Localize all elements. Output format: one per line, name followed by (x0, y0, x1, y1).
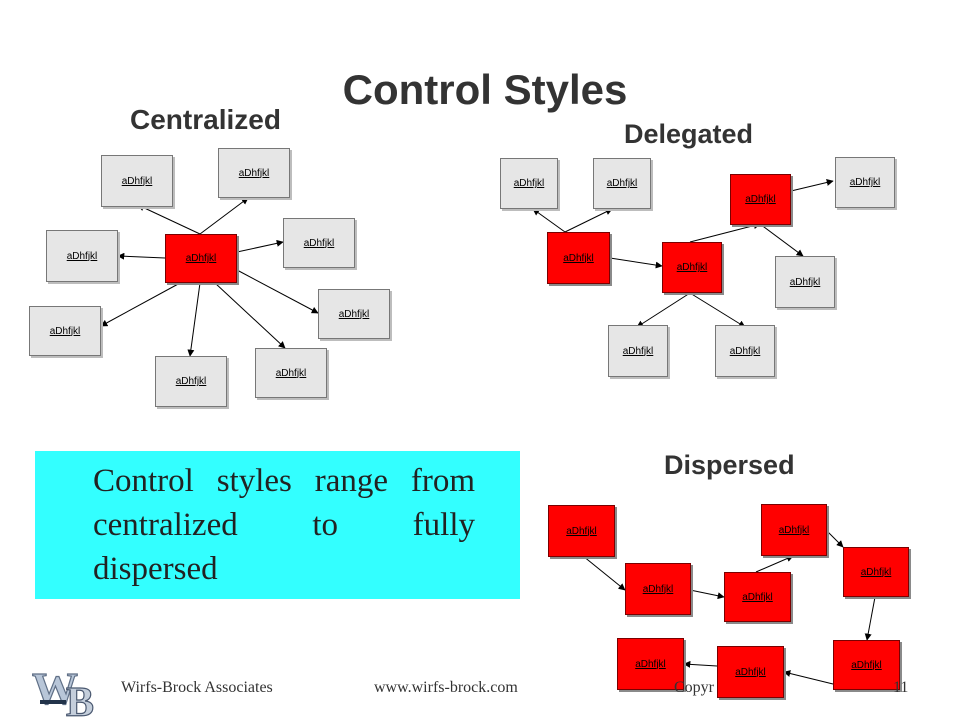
dispersed-box: aDhfjkl (843, 547, 909, 597)
callout-text: Control styles range from centralized to… (93, 463, 475, 587)
footer-url[interactable]: www.wirfs-brock.com (374, 679, 518, 696)
dispersed-arrow (689, 589, 725, 600)
centralized-object-box: aDhfjkl (46, 230, 118, 282)
delegated-arrow (790, 179, 834, 192)
delegated-arrow (636, 292, 691, 328)
delegated-arrow (689, 292, 746, 328)
centralized-arrow (137, 204, 201, 235)
delegated-object-box: aDhfjkl (715, 325, 775, 377)
logo-bar (40, 700, 66, 704)
footer-page-number: 11 (893, 679, 909, 696)
dispersed-arrow (582, 555, 626, 591)
dispersed-arrow (755, 555, 794, 573)
footer-company: Wirfs-Brock Associates (121, 679, 273, 696)
delegated-label: Delegated (624, 119, 754, 149)
centralized-label: Centralized (130, 104, 281, 135)
delegated-arrow (609, 257, 663, 269)
centralized-arrow (117, 252, 166, 260)
dispersed-box: aDhfjkl (761, 504, 827, 556)
centralized-object-box: aDhfjkl (255, 348, 327, 398)
centralized-arrow (187, 282, 201, 357)
centralized-arrow (236, 269, 319, 314)
centralized-object-box: aDhfjkl (29, 306, 101, 356)
delegated-controller-box: aDhfjkl (547, 232, 610, 284)
dispersed-arrow (864, 596, 876, 641)
centralized-arrow (214, 282, 286, 349)
delegated-object-box: aDhfjkl (500, 158, 558, 209)
centralized-arrow (236, 239, 284, 253)
delegated-object-box: aDhfjkl (608, 325, 668, 377)
centralized-arrow (199, 197, 249, 235)
dispersed-box: aDhfjkl (625, 563, 691, 615)
dispersed-box: aDhfjkl (548, 505, 615, 557)
dispersed-label: Dispersed (664, 450, 795, 480)
centralized-object-box: aDhfjkl (155, 356, 227, 407)
centralized-arrow (100, 282, 181, 327)
page-title: Control Styles (342, 66, 628, 113)
delegated-object-box: aDhfjkl (593, 158, 651, 209)
dispersed-arrow (783, 670, 834, 685)
delegated-arrow (564, 208, 613, 233)
dispersed-box: aDhfjkl (617, 638, 684, 690)
delegated-controller-box: aDhfjkl (730, 174, 791, 225)
centralized-object-box: aDhfjkl (218, 148, 290, 198)
dispersed-arrow (827, 531, 844, 548)
centralized-object-box: aDhfjkl (101, 155, 173, 207)
delegated-arrow (532, 208, 566, 233)
logo-b-letter: B (66, 680, 94, 718)
delegated-object-box: aDhfjkl (835, 157, 895, 208)
logo-w-letter: W (32, 663, 78, 714)
footer-copyright: Copyr (674, 679, 714, 696)
wirfs-brock-logo: W B (31, 662, 94, 718)
delegated-controller-box: aDhfjkl (662, 242, 722, 293)
centralized-controller-box: aDhfjkl (165, 234, 237, 283)
centralized-object-box: aDhfjkl (283, 218, 355, 268)
dispersed-box: aDhfjkl (717, 646, 784, 698)
dispersed-box: aDhfjkl (724, 572, 791, 622)
callout-box: Control styles range from centralized to… (35, 451, 520, 599)
delegated-object-box: aDhfjkl (775, 256, 835, 308)
delegated-arrow (689, 222, 761, 243)
centralized-object-box: aDhfjkl (318, 289, 390, 339)
dispersed-arrow (683, 660, 718, 668)
delegated-arrow (759, 223, 804, 257)
dispersed-box: aDhfjkl (833, 640, 900, 690)
